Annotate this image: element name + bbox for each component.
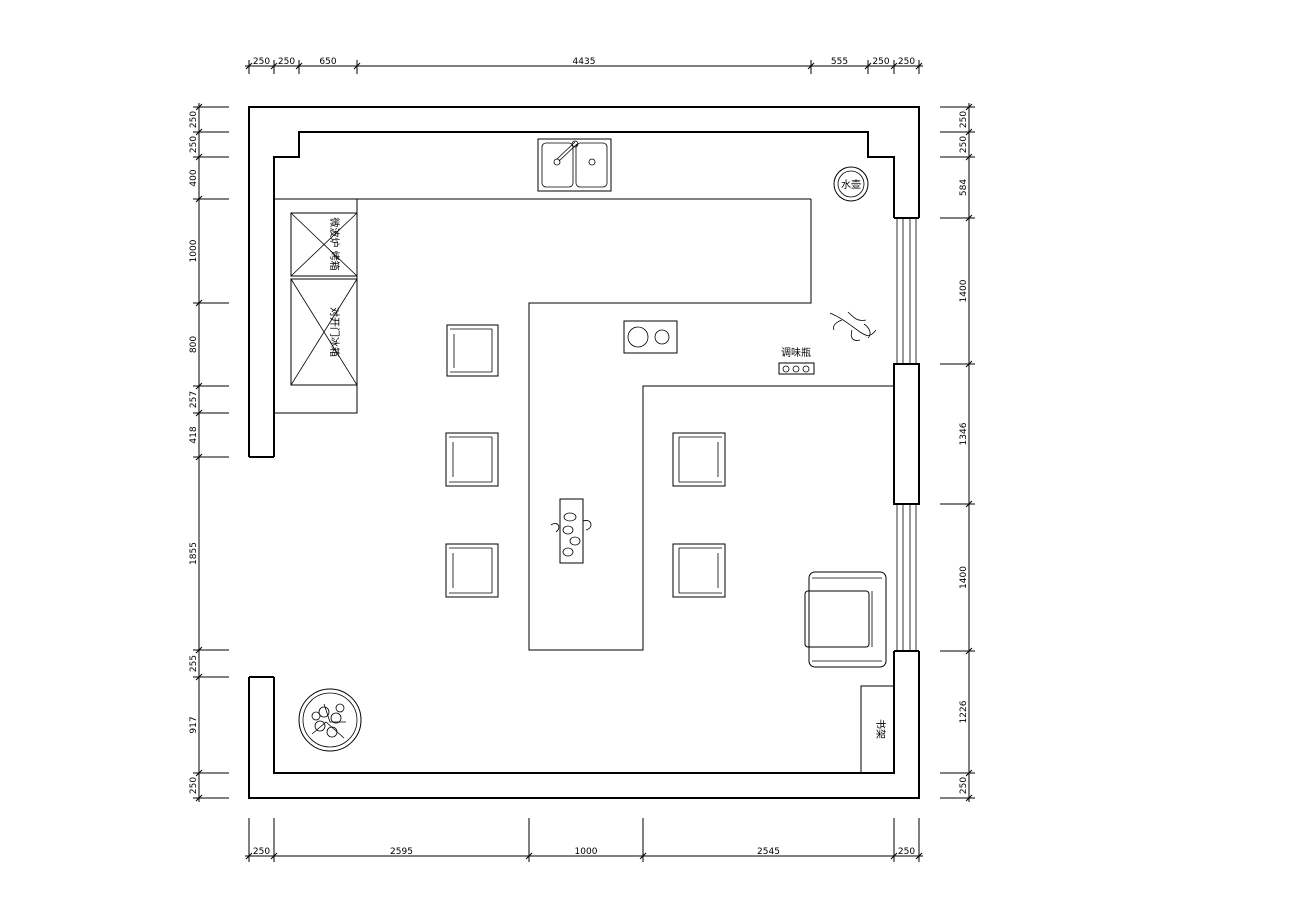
dimension-tick (864, 62, 872, 70)
dimension-label: 250 (872, 57, 889, 67)
plant-sprig-icon (829, 311, 877, 341)
seasoning-rack-icon: 调味瓶 (778, 346, 815, 375)
chair-left-3 (445, 543, 499, 598)
dimension-label: 250 (189, 136, 199, 153)
table-decor-icon (550, 498, 592, 564)
dimension-label: 250 (189, 777, 199, 794)
dimension-left: 250 250 400 1000 800 257 418 1855 255 917 250 (189, 103, 229, 802)
dimension-label: 555 (831, 57, 848, 67)
microwave-oven-label: 微波炉 烤箱 (328, 217, 341, 270)
dimension-tick (965, 769, 973, 777)
dimension-tick (807, 62, 815, 70)
dimension-tick (890, 62, 898, 70)
dimension-label: 250 (189, 111, 199, 128)
dimension-label: 400 (189, 169, 199, 186)
kettle-label: 水壶 (841, 178, 861, 191)
dimension-label: 4435 (573, 57, 596, 67)
dimension-tick (353, 62, 361, 70)
chair-right-2 (672, 543, 726, 598)
window-upper (896, 218, 917, 364)
dimension-label: 250 (959, 777, 969, 794)
chair-left-2 (445, 432, 499, 487)
dimension-tick (195, 103, 203, 111)
dimension-label: 1346 (959, 422, 969, 445)
dimension-label: 917 (189, 716, 199, 733)
dimension-label: 250 (898, 57, 915, 67)
kettle-icon: 水壶 (833, 166, 869, 202)
dimension-tick (195, 153, 203, 161)
chair-left-1 (446, 324, 499, 377)
cooktop-icon (623, 320, 678, 354)
dimension-tick (965, 647, 973, 655)
dimension-label: 650 (319, 57, 336, 67)
dimension-label: 250 (959, 111, 969, 128)
dimension-tick (639, 852, 647, 860)
dimension-label: 1000 (575, 847, 598, 857)
dimension-label: 1400 (959, 279, 969, 302)
double-sink (537, 138, 612, 192)
dimension-label: 1400 (959, 566, 969, 589)
dimension-label: 1000 (189, 239, 199, 262)
seasoning-label: 调味瓶 (781, 346, 811, 359)
dimension-bottom: 250 2595 1000 2545 250 (245, 818, 923, 862)
fridge-label: 对开门冰箱 (328, 307, 341, 357)
dimension-label: 250 (253, 57, 270, 67)
dimension-label: 1226 (959, 700, 969, 723)
dimension-tick (965, 214, 973, 222)
dimension-label: 257 (189, 391, 199, 408)
fridge-unit: 对开门冰箱 (290, 278, 358, 386)
dimension-tick (965, 360, 973, 368)
dimension-tick (965, 103, 973, 111)
dimension-tick (890, 852, 898, 860)
dimension-label: 584 (959, 179, 969, 196)
armchair (804, 571, 887, 668)
dimension-label: 250 (959, 136, 969, 153)
dimension-label: 255 (189, 655, 199, 672)
dimension-tick (525, 852, 533, 860)
dimension-right: 250 250 584 1400 1346 1400 1226 250 (940, 103, 975, 802)
dimension-label: 418 (189, 426, 199, 443)
dimension-label: 250 (898, 847, 915, 857)
back-counter (274, 198, 894, 651)
walls (248, 106, 920, 799)
side-counter-label: 书架 (874, 719, 886, 739)
dimension-tick (195, 453, 203, 461)
dimension-tick (195, 769, 203, 777)
dimension-tick (295, 62, 303, 70)
dimension-tick (965, 794, 973, 802)
dimension-tick (195, 646, 203, 654)
dimension-tick (245, 852, 253, 860)
chair-right-1 (672, 432, 726, 487)
dimension-tick (245, 62, 253, 70)
dimension-tick (195, 128, 203, 136)
dimension-tick (270, 852, 278, 860)
dimension-tick (270, 62, 278, 70)
side-counter: 书架 (860, 685, 895, 774)
dimension-label: 1855 (189, 542, 199, 565)
dimension-top: 250 250 650 4435 555 250 250 (245, 57, 923, 74)
dimension-tick (195, 299, 203, 307)
dimension-tick (965, 153, 973, 161)
dimension-tick (195, 195, 203, 203)
dimension-label: 250 (278, 57, 295, 67)
dimension-tick (195, 673, 203, 681)
dimension-label: 800 (189, 336, 199, 353)
dimension-tick (195, 382, 203, 390)
dimension-tick (195, 409, 203, 417)
potted-plant-icon (298, 688, 362, 752)
dimension-tick (915, 62, 923, 70)
dimension-tick (915, 852, 923, 860)
dimension-label: 250 (253, 847, 270, 857)
dimension-tick (965, 500, 973, 508)
dimension-label: 2545 (757, 847, 780, 857)
microwave-oven-unit: 微波炉 烤箱 (290, 212, 358, 277)
dimension-label: 2595 (390, 847, 413, 857)
dimension-tick (965, 128, 973, 136)
dimension-tick (195, 794, 203, 802)
window-lower (896, 504, 917, 651)
